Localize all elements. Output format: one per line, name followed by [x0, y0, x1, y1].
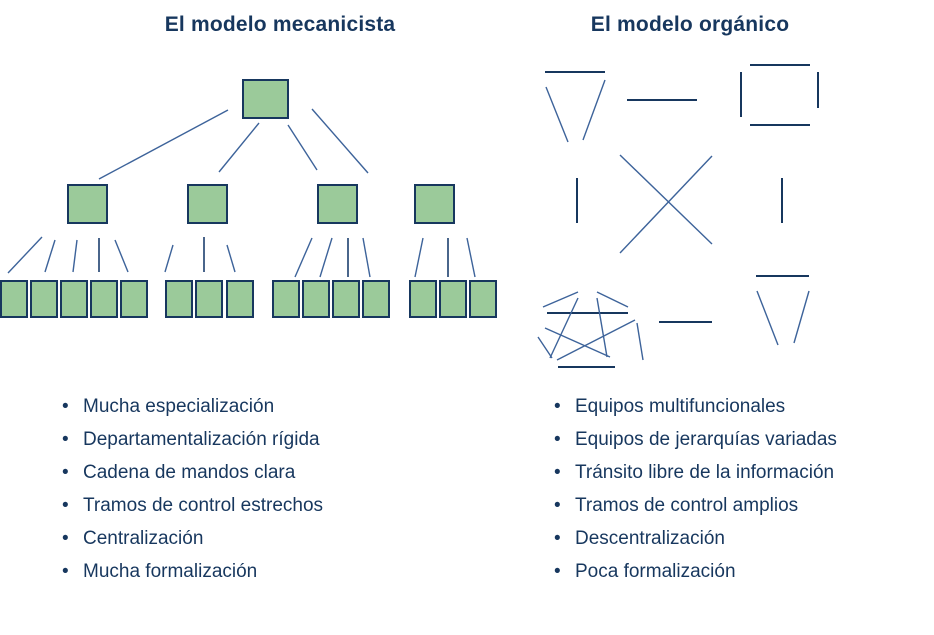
pentagon-mesh-sketch: [537, 291, 644, 368]
list-item: Centralización: [62, 522, 323, 555]
funnel-sketch: [756, 275, 810, 346]
organic-bullet-list: Equipos multifuncionales Equipos de jera…: [554, 390, 837, 588]
list-item: Tramos de control amplios: [554, 489, 837, 522]
mechanistic-tree-diagram: [0, 79, 497, 318]
square-sketch: [740, 64, 819, 126]
list-item: Poca formalización: [554, 555, 837, 588]
org-level3-boxes: [0, 280, 497, 318]
list-item: Cadena de mandos clara: [62, 456, 323, 489]
root-connector-lines: [98, 108, 369, 180]
level2-connector-fans: [7, 236, 476, 278]
list-item: Equipos de jerarquías variadas: [554, 423, 837, 456]
org-level2-boxes: [67, 184, 455, 224]
models-diagram: [0, 64, 819, 368]
left-model-title: El modelo mecanicista: [164, 13, 396, 36]
list-item: Tránsito libre de la información: [554, 456, 837, 489]
org-root-box: [242, 79, 289, 119]
list-item: Mucha especialización: [62, 390, 323, 423]
list-item: Equipos multifuncionales: [554, 390, 837, 423]
crossing-lines: [619, 154, 713, 254]
right-model-title: El modelo orgánico: [590, 13, 790, 36]
list-item: Departamentalización rígida: [62, 423, 323, 456]
list-item: Mucha formalización: [62, 555, 323, 588]
triangle-sketch: [545, 71, 606, 143]
mechanistic-bullet-list: Mucha especialización Departamentalizaci…: [62, 390, 323, 588]
list-item: Tramos de control estrechos: [62, 489, 323, 522]
organic-network-diagram: [537, 64, 819, 368]
list-item: Descentralización: [554, 522, 837, 555]
